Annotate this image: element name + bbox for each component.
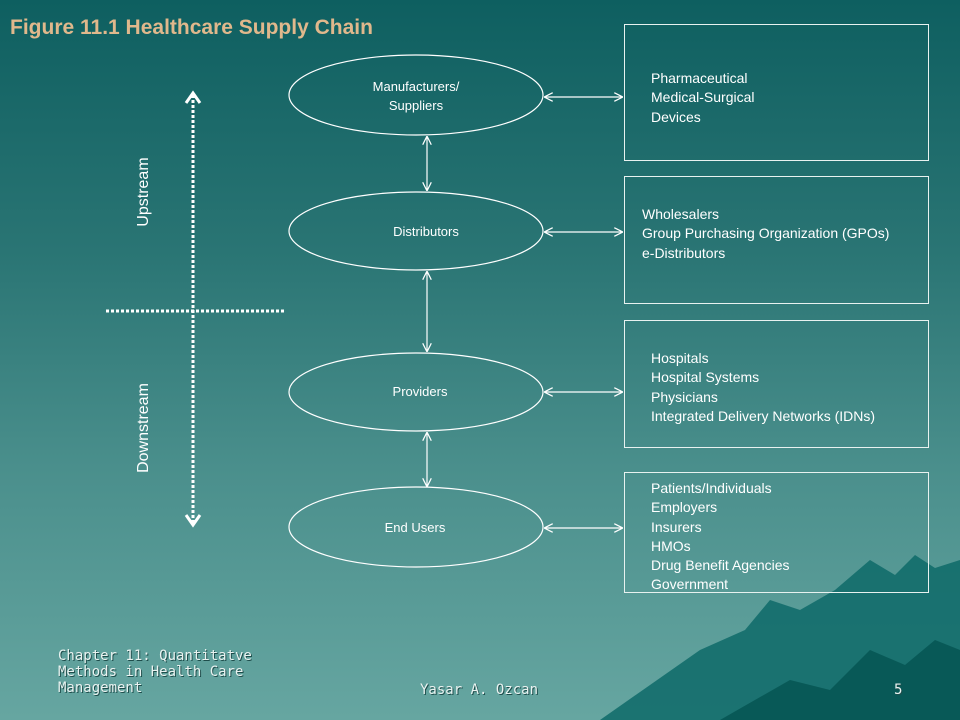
page-number: 5	[894, 682, 903, 698]
box-line: HMOs	[651, 537, 691, 554]
footer-chapter-line: Management	[58, 680, 143, 696]
node-ellipse-distributors	[288, 191, 544, 271]
footer-author: Yasar A. Ozcan	[420, 682, 539, 698]
downstream-label: Downstream	[135, 383, 152, 473]
box-end-users-types: Patients/Individuals Employers Insurers …	[624, 472, 929, 593]
box-line: Patients/Individuals	[651, 480, 772, 496]
box-line: e-Distributors	[642, 244, 726, 261]
box-line: Hospitals	[651, 350, 709, 366]
box-manufacturers-types: Pharmaceutical Medical-Surgical Devices	[624, 24, 929, 161]
axis-arrowhead-up	[184, 90, 202, 104]
node-label-providers: Providers	[320, 382, 520, 401]
box-providers-types: Hospitals Hospital Systems Physicians In…	[624, 320, 929, 448]
node-label-line: Manufacturers/	[372, 79, 460, 94]
slide-title: Figure 11.1 Healthcare Supply Chain	[10, 16, 373, 39]
box-line: Drug Benefit Agencies	[651, 557, 790, 574]
box-line: Group Purchasing Organization (GPOs)	[642, 225, 890, 242]
box-line: Insurers	[651, 518, 702, 535]
box-line: Employers	[651, 499, 718, 516]
node-label-line: Distributors	[393, 224, 459, 239]
node-label-distributors: Distributors	[326, 222, 526, 241]
node-label-line: Suppliers	[388, 98, 444, 113]
axis-arrowhead-down	[184, 514, 202, 528]
footer-chapter: Chapter 11: Quantitatve Methods in Healt…	[58, 648, 252, 696]
box-line: Pharmaceutical	[651, 70, 748, 86]
node-label-end-users: End Users	[315, 518, 515, 537]
box-line: Wholesalers	[642, 206, 720, 222]
node-label-manufacturers: Manufacturers/ Suppliers	[316, 77, 516, 115]
box-line: Devices	[651, 108, 701, 125]
box-line: Medical-Surgical	[651, 89, 755, 106]
box-line: Physicians	[651, 388, 718, 405]
box-line: Government	[651, 576, 729, 593]
box-distributors-types: Wholesalers Group Purchasing Organizatio…	[624, 176, 929, 304]
mountain-decoration-front	[720, 640, 960, 720]
node-ellipse-end-users	[288, 486, 544, 568]
box-line: Hospital Systems	[651, 369, 760, 386]
node-label-line: End Users	[384, 520, 446, 535]
footer-chapter-line: Chapter 11: Quantitatve	[58, 648, 252, 664]
node-label-line: Providers	[392, 384, 448, 399]
box-line: Integrated Delivery Networks (IDNs)	[651, 407, 876, 424]
node-ellipse-manufacturers	[288, 54, 544, 136]
node-ellipse-providers	[288, 352, 544, 432]
upstream-label: Upstream	[135, 157, 152, 227]
footer-chapter-line: Methods in Health Care	[58, 664, 244, 680]
